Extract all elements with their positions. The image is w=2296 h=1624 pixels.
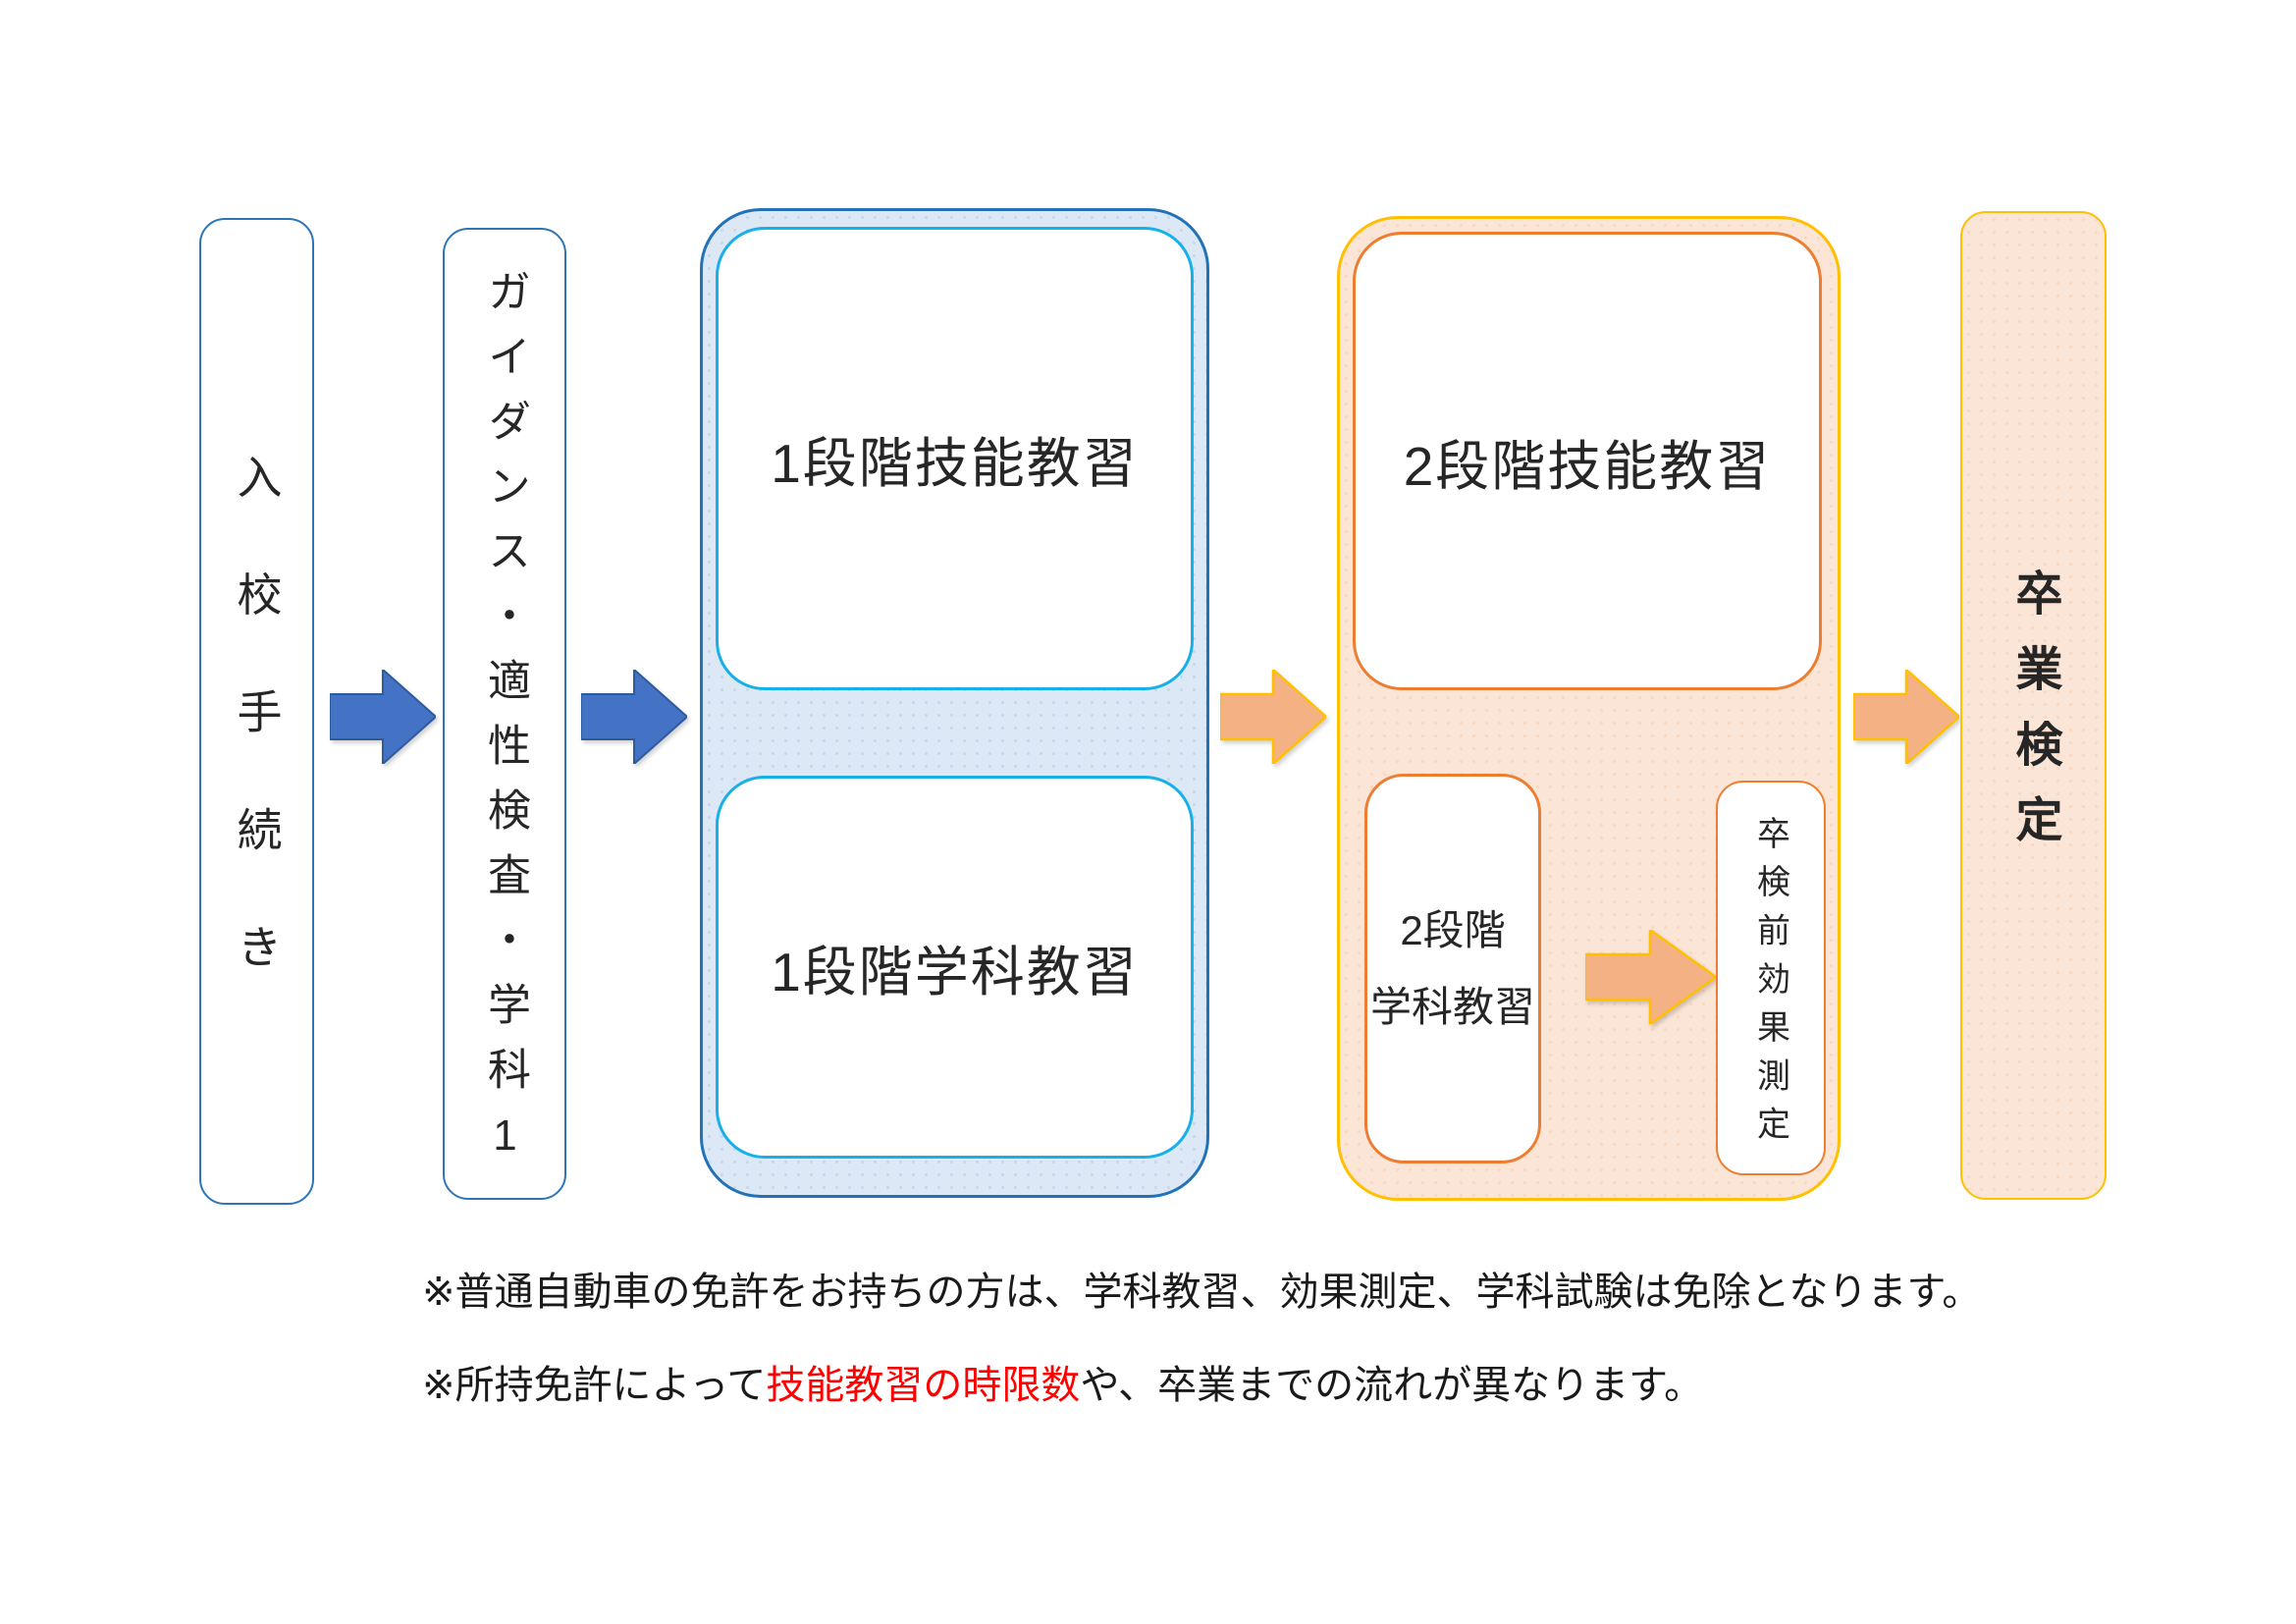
blue-right-arrow-icon	[581, 670, 687, 764]
stage2-academic-label-line2: 学科教習	[1369, 983, 1535, 1030]
footnote-license-difference: ※所持免許によって技能教習の時限数や、卒業までの流れが異なります。	[422, 1353, 1703, 1410]
stage1-academic-label: 1段階学科教習	[771, 942, 1139, 1002]
stage2-group: 2段階技能教習 2段階 学科教習 卒検前効果測定	[1337, 216, 1841, 1201]
stage1-skill-label: 1段階技能教習	[771, 433, 1139, 494]
orange-right-arrow-icon	[1853, 670, 1959, 764]
footnote-exemption: ※普通自動車の免許をお持ちの方は、学科教習、効果測定、学科試験は免除となります。	[422, 1260, 1981, 1317]
pre-exam-effect-test-box: 卒検前効果測定	[1716, 781, 1826, 1175]
stage2-skill-box: 2段階技能教習	[1353, 232, 1822, 690]
blue-right-arrow-icon	[330, 670, 436, 764]
orange-right-arrow-icon	[1220, 670, 1326, 764]
stage2-academic-box: 2段階 学科教習	[1364, 774, 1541, 1164]
footnote-license-after: や、卒業までの流れが異なります。	[1080, 1364, 1704, 1407]
entry-procedure-label: 入校手続き	[231, 454, 283, 1042]
stage1-academic-box: 1段階学科教習	[716, 776, 1194, 1159]
pre-exam-effect-test-label: 卒検前効果測定	[1751, 816, 1789, 1156]
footnote-license-before: ※所持免許によって	[422, 1364, 767, 1407]
orange-right-arrow-icon	[1585, 930, 1716, 1024]
stage2-academic-label-line1: 2段階	[1400, 906, 1506, 953]
footnote-exemption-text: ※普通自動車の免許をお持ちの方は、学科教習、効果測定、学科試験は免除となります。	[422, 1271, 1982, 1314]
entry-procedure-box: 入校手続き	[199, 218, 314, 1205]
graduation-exam-label: 卒業検定	[2007, 568, 2060, 871]
guidance-box: ガイダンス・適性検査・学科1	[443, 228, 566, 1200]
guidance-label: ガイダンス・適性検査・学科1	[481, 268, 529, 1181]
stage1-skill-box: 1段階技能教習	[716, 227, 1194, 690]
graduation-exam-box: 卒業検定	[1960, 211, 2107, 1200]
stage2-academic-label: 2段階 学科教習	[1370, 893, 1535, 1045]
stage1-group: 1段階技能教習 1段階学科教習	[700, 208, 1209, 1198]
stage2-skill-label: 2段階技能教習	[1403, 435, 1772, 497]
footnote-license-highlight: 技能教習の時限数	[766, 1364, 1081, 1407]
